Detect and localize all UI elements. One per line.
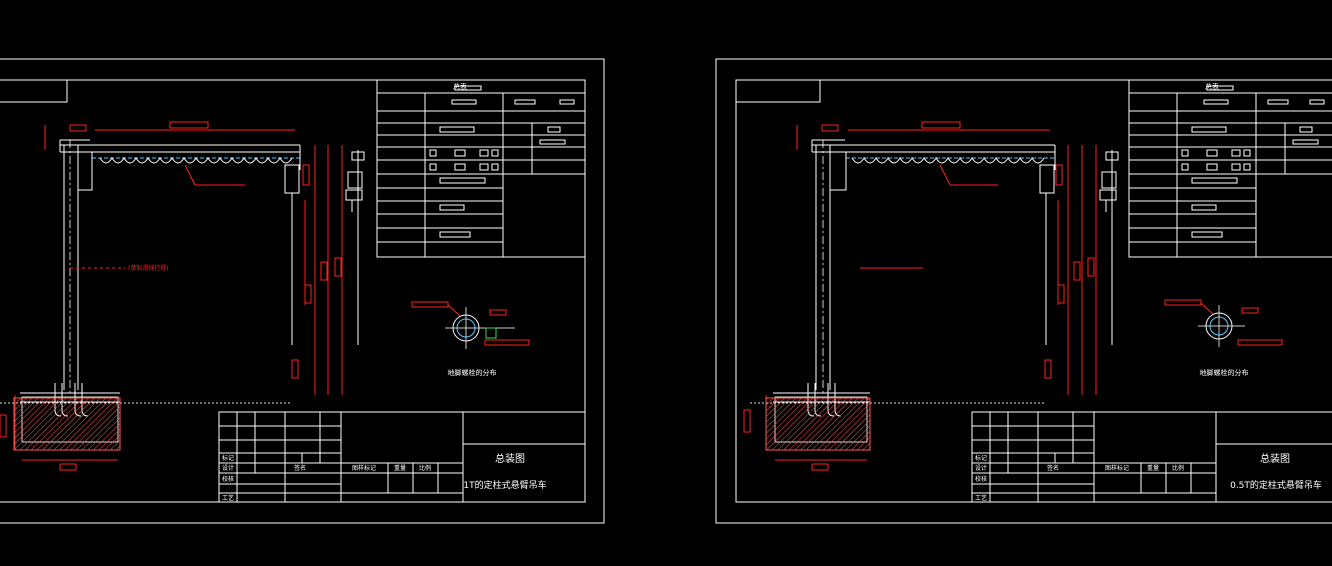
block-sign-label: 签名 [1047, 464, 1059, 472]
block-scale-row-label: 图样标记 [1105, 464, 1129, 472]
drawing-sheet-right[interactable]: 总表 [715, 58, 1332, 524]
block-mark-label: 标记 [222, 454, 234, 462]
block-scale-row-label: 图样标记 [352, 464, 376, 472]
block-design-label: 设计 [975, 464, 987, 472]
block-design-label: 设计 [222, 464, 234, 472]
block-mark-label: 标记 [975, 454, 987, 462]
block-process-label: 工艺 [222, 494, 234, 502]
dimension-lines [743, 121, 1097, 471]
note-label: (单轨滑线行程) [128, 264, 169, 272]
sheet-title: 总装图 [495, 452, 525, 465]
hoist-side-view [345, 150, 365, 345]
parts-table: 总表 [376, 79, 586, 258]
foundation-hatch [765, 397, 871, 451]
hoist-side-view [1099, 150, 1119, 345]
corner-label-box [735, 79, 821, 103]
block-ratio-label: 比例 [1172, 464, 1184, 472]
foundation-hatch [13, 397, 121, 451]
block-check-label: 校核 [975, 475, 987, 483]
block-ratio-label: 比例 [419, 464, 431, 472]
title-block: 设计 校核 工艺 标记 图样标记 重量 比例 签名 [218, 411, 586, 503]
block-check-label: 校核 [222, 475, 234, 483]
drawing-sheet-left[interactable]: (单轨滑线行程) 总表 [0, 58, 605, 524]
detail-caption: 地脚螺栓的分布 [448, 368, 497, 377]
block-weight-label: 重量 [394, 464, 406, 472]
anchor-bolt-detail [411, 301, 530, 349]
parts-table: 总表 [1128, 79, 1332, 258]
sheet-border [715, 58, 1332, 524]
detail-caption: 地脚螺栓的分布 [1200, 368, 1249, 377]
sheet-title: 总装图 [1260, 452, 1290, 465]
anchor-bolt-detail [1164, 299, 1283, 347]
dimension-lines [0, 121, 343, 471]
block-process-label: 工艺 [975, 494, 987, 502]
drawing-name: 0.5T的定柱式悬臂吊车 [1230, 479, 1322, 491]
block-weight-label: 重量 [1147, 464, 1159, 472]
block-sign-label: 签名 [294, 464, 306, 472]
sheet-border [0, 58, 605, 524]
title-block: 设计 校核 工艺 标记 图样标记 重量 比例 签名 [971, 411, 1332, 503]
corner-label-box [0, 79, 68, 103]
drawing-name: 1T的定柱式悬臂吊车 [463, 479, 546, 491]
